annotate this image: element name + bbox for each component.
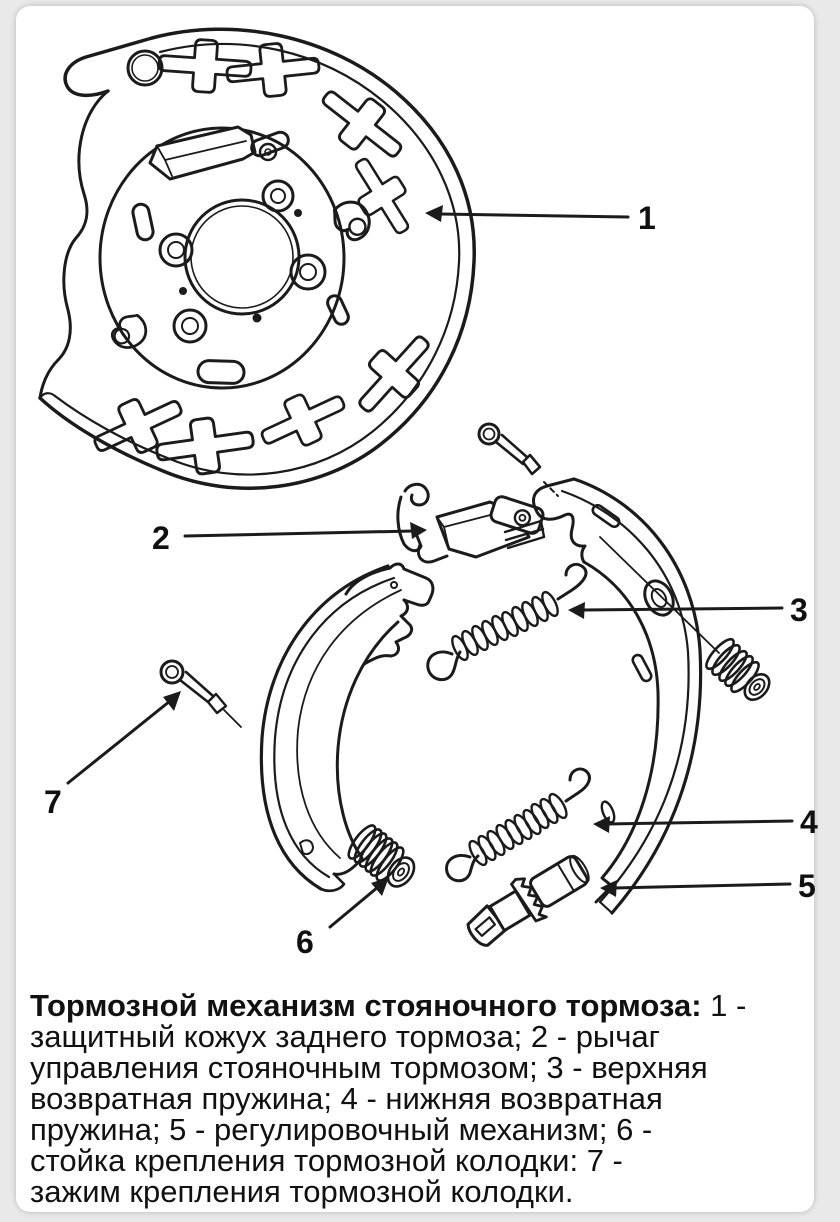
caption-line-5: пружина; 5 - регулировочный механизм; 6 … xyxy=(30,1112,653,1147)
callout-3: 3 xyxy=(568,592,808,628)
callout-label-2: 2 xyxy=(152,520,170,556)
callout-label-5: 5 xyxy=(798,868,816,904)
callout-label-1: 1 xyxy=(638,200,656,236)
spring-seat-leader-line xyxy=(599,536,720,654)
caption-lead-rest: 1 - xyxy=(701,988,747,1023)
caption-lead: Тормозной механизм стояночного тормоза: xyxy=(30,988,702,1023)
callout-2: 2 xyxy=(152,520,427,556)
caption-line-7: зажим крепления тормозной колодки. xyxy=(30,1174,574,1209)
caption-line-3: управления стояночным тормозом; 3 - верх… xyxy=(30,1050,708,1085)
star-wheel xyxy=(510,877,548,923)
callout-4: 4 xyxy=(593,804,818,840)
caption-line-2: защитный кожух заднего тормоза; 2 - рыча… xyxy=(30,1019,660,1054)
lower-return-spring xyxy=(445,767,591,883)
adjuster-mechanism xyxy=(466,854,590,947)
callout-5: 5 xyxy=(600,868,816,904)
callout-label-4: 4 xyxy=(800,804,818,840)
parking-brake-lever xyxy=(396,482,546,564)
callout-1: 1 xyxy=(425,200,656,236)
caption-line-4: возвратная пружина; 4 - нижняя возвратна… xyxy=(30,1081,663,1116)
callout-7: 7 xyxy=(44,691,181,820)
caption-line-1: Тормозной механизм стояночного тормоза: … xyxy=(30,990,802,1021)
callout-label-7: 7 xyxy=(44,784,62,820)
left-brake-shoe xyxy=(259,562,435,893)
callout-label-6: 6 xyxy=(296,924,314,960)
backing-plate xyxy=(38,27,476,490)
mounting-bolt xyxy=(477,422,559,497)
left-holddown-spring xyxy=(347,824,416,888)
right-brake-shoe xyxy=(532,477,720,915)
callout-6: 6 xyxy=(296,877,389,960)
callout-label-3: 3 xyxy=(790,592,808,628)
holddown-pin xyxy=(159,659,242,728)
caption-line-6: стойка крепления тормозной колодки: 7 - xyxy=(30,1143,623,1178)
exploded-diagram: 1 2 3 4 5 6 7 xyxy=(38,27,818,960)
figure-caption: Тормозной механизм стояночного тормоза: … xyxy=(30,990,802,1207)
right-holddown-spring xyxy=(705,637,771,701)
upper-return-spring xyxy=(426,562,588,682)
